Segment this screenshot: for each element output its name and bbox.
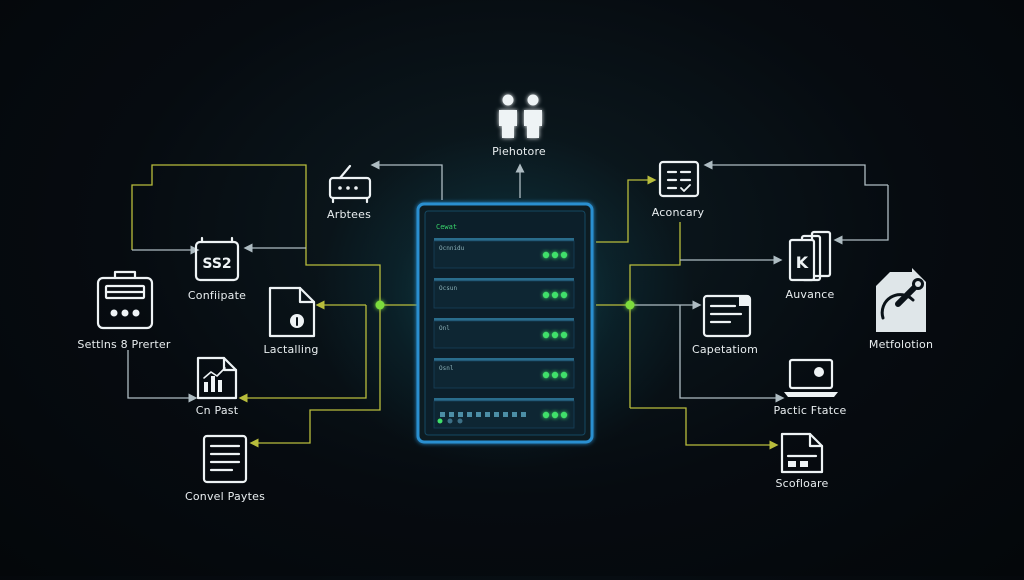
node-label-printer: Settlns 8 Prerter <box>77 338 171 351</box>
rack-indicator <box>437 418 443 424</box>
notes-document-icon <box>202 434 248 484</box>
chart-document-icon <box>196 356 238 400</box>
status-led <box>560 331 568 339</box>
rack-indicator <box>457 418 463 424</box>
node-label-advance: Auvance <box>785 288 835 301</box>
junction-left <box>375 300 385 310</box>
server-slot-rail <box>434 318 574 321</box>
server-slot-rail <box>434 278 574 281</box>
server-port <box>521 412 526 417</box>
server-port <box>494 412 499 417</box>
node-label-router: Arbtees <box>326 208 372 221</box>
server-slot-label: Onl <box>439 325 450 332</box>
server-slot: Ocnnidu <box>433 238 575 269</box>
server-slot-label: Ocnnidu <box>439 245 465 252</box>
junction-right <box>625 300 635 310</box>
status-led <box>542 411 550 419</box>
node-label-capitation: Capetatiom <box>691 343 759 356</box>
status-led <box>560 411 568 419</box>
node-label-metfolotion: Metfolotion <box>868 338 934 351</box>
server-port <box>476 412 481 417</box>
server-slot-rail <box>434 398 574 401</box>
server-title: Cewat <box>436 223 457 231</box>
server-slot: Ocsun <box>433 278 575 309</box>
server-slot-body <box>433 280 575 309</box>
people-icon <box>499 94 542 138</box>
server-slot-body <box>433 320 575 349</box>
node-label-people: Piehotore <box>492 145 546 158</box>
server-slot-body <box>433 360 575 389</box>
server-slot-body <box>433 240 575 269</box>
node-label-laptop: Pactic Ftatce <box>773 404 847 417</box>
server-slot-rail <box>434 358 574 361</box>
rack-indicator <box>447 418 453 424</box>
router-icon <box>328 164 372 204</box>
server-slot: Osnl <box>433 358 575 389</box>
server-slot-label: Ocsun <box>439 285 457 292</box>
line-right-riser <box>629 222 681 408</box>
status-led <box>551 411 559 419</box>
status-led <box>551 251 559 259</box>
server-slot <box>433 398 575 429</box>
node-label-accuracy: Aconcary <box>651 206 705 219</box>
ssl-icon-text: SS2 <box>202 256 231 272</box>
printer-icon <box>96 270 154 330</box>
line-router <box>370 160 443 200</box>
node-label-document-ssl: Confiipate <box>187 289 247 302</box>
status-led <box>551 291 559 299</box>
line-accuracy-feedback <box>703 160 888 186</box>
node-label-file-info: Lactalling <box>263 343 319 356</box>
node-label-notes-doc: Convel Paytes <box>184 490 266 503</box>
status-led <box>551 371 559 379</box>
left-connectors <box>127 160 525 448</box>
line-advance-loop <box>833 185 889 245</box>
server-slot: Onl <box>433 318 575 349</box>
line-notes-doc <box>249 305 381 448</box>
server-slot-rail <box>434 238 574 241</box>
line-printer-down <box>127 350 198 403</box>
book-icon: K <box>788 230 832 282</box>
status-led <box>542 251 550 259</box>
server-port <box>512 412 517 417</box>
checklist-icon <box>658 160 700 198</box>
document-window-icon <box>702 294 752 338</box>
wrench-document-icon <box>876 268 926 332</box>
server-port <box>503 412 508 417</box>
line-scofloare <box>630 407 779 450</box>
laptop-icon <box>784 358 838 397</box>
storage-document-icon <box>780 432 824 474</box>
status-led <box>560 291 568 299</box>
book-icon-text: K <box>796 253 809 272</box>
line-accuracy <box>596 175 657 243</box>
line-printer-top <box>131 164 381 305</box>
server-port <box>485 412 490 417</box>
server-slot-label: Osnl <box>439 365 454 372</box>
status-led <box>542 291 550 299</box>
line-chart-doc <box>238 305 367 403</box>
status-led <box>560 371 568 379</box>
server-port <box>458 412 463 417</box>
status-led <box>542 331 550 339</box>
right-connectors <box>596 160 889 450</box>
status-led <box>551 331 559 339</box>
line-laptop <box>679 305 785 403</box>
server-port <box>440 412 445 417</box>
ssl-document-icon: SS2 <box>194 236 240 282</box>
server-port <box>449 412 454 417</box>
node-label-chart-doc: Cn Past <box>195 404 239 417</box>
status-led <box>542 371 550 379</box>
file-info-icon <box>268 286 316 338</box>
node-label-scofloare: Scofloare <box>775 477 829 490</box>
status-led <box>560 251 568 259</box>
server-port <box>467 412 472 417</box>
